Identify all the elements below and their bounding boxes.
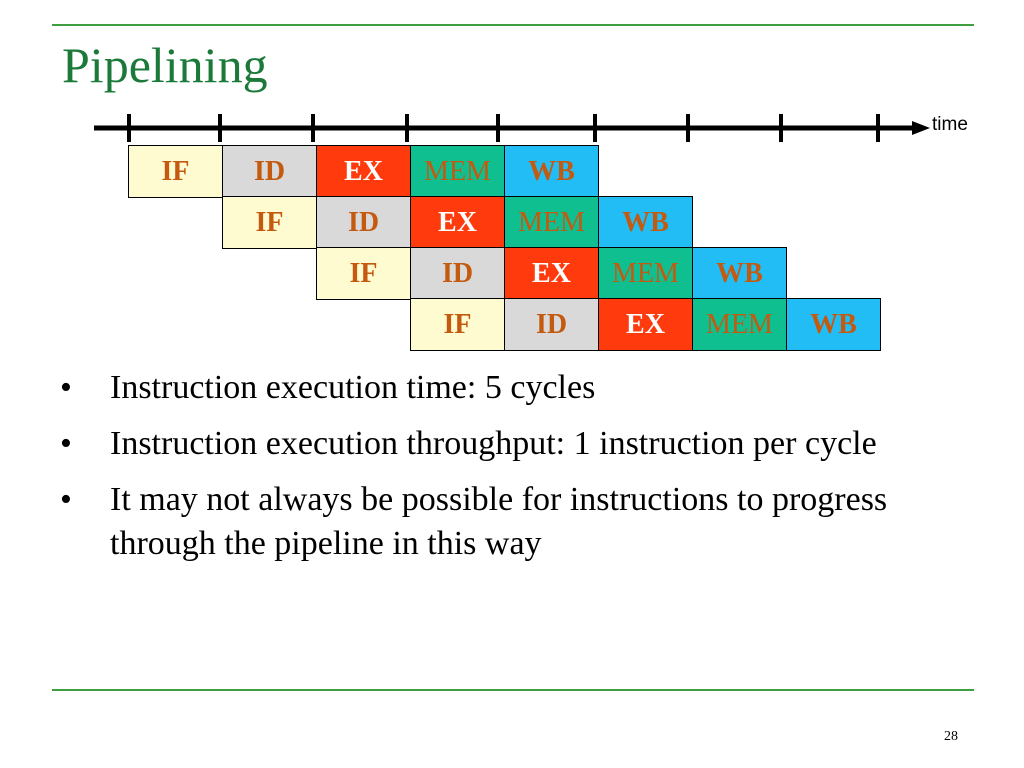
stage-if: IF	[222, 196, 317, 249]
bullet-text: Instruction execution time: 5 cycles	[110, 369, 596, 406]
bullet-marker: •	[60, 481, 72, 518]
stage-ex: EX	[598, 298, 693, 351]
bullet-item: • Instruction execution throughput: 1 in…	[56, 422, 996, 466]
stage-wb: WB	[786, 298, 881, 351]
stage-if: IF	[316, 247, 411, 300]
stage-ex: EX	[410, 196, 505, 249]
timeline-axis	[94, 114, 930, 142]
time-label: time	[932, 114, 968, 135]
bullet-marker: •	[60, 369, 72, 406]
stage-wb: WB	[504, 145, 599, 198]
stage-mem: MEM	[410, 145, 505, 198]
stage-mem: MEM	[504, 196, 599, 249]
bullet-marker: •	[60, 425, 72, 462]
top-rule	[52, 24, 974, 26]
bullet-item: • Instruction execution time: 5 cycles	[56, 366, 996, 410]
stage-if: IF	[128, 145, 223, 198]
stage-if: IF	[410, 298, 505, 351]
page-number: 28	[944, 729, 958, 744]
bullet-text: Instruction execution throughput: 1 inst…	[110, 425, 877, 462]
slide-title: Pipelining	[62, 37, 268, 93]
timeline-arrowhead	[912, 121, 930, 135]
stage-ex: EX	[504, 247, 599, 300]
stage-id: ID	[316, 196, 411, 249]
stage-ex: EX	[316, 145, 411, 198]
bullet-item: • It may not always be possible for inst…	[56, 478, 996, 566]
stage-mem: MEM	[692, 298, 787, 351]
stage-id: ID	[504, 298, 599, 351]
stage-wb: WB	[598, 196, 693, 249]
bullet-list: • Instruction execution time: 5 cycles •…	[56, 366, 996, 578]
stage-wb: WB	[692, 247, 787, 300]
bullet-text: It may not always be possible for instru…	[110, 481, 888, 562]
bottom-rule	[52, 689, 974, 691]
stage-id: ID	[222, 145, 317, 198]
stage-id: ID	[410, 247, 505, 300]
stage-mem: MEM	[598, 247, 693, 300]
